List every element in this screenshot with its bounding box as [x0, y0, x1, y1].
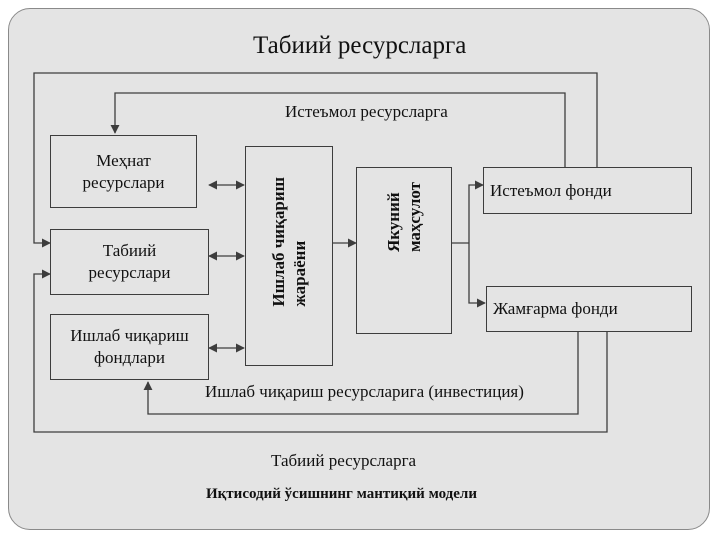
box-labor-resources: Меҳнат ресурслари — [50, 135, 197, 208]
arrow-split-consumption — [468, 180, 484, 243]
box-natural-resources-label: Табиий ресурслари — [88, 241, 171, 282]
label-consumption-resources: Истеъмол ресурсларга — [285, 102, 448, 121]
box-final-product: Якуний маҳсулот — [356, 167, 452, 334]
box-production-funds-label: Ишлаб чиқариш фондлари — [70, 326, 189, 367]
investment-loop — [143, 332, 579, 415]
arrow-split-accumulation — [468, 243, 486, 308]
box-production-process: Ишлаб чиқариш жараёни — [245, 146, 333, 366]
box-labor-resources-label: Меҳнат ресурслари — [82, 150, 165, 192]
box-consumption-fund-label: Истеъмол фонди — [490, 180, 612, 200]
label-natural-resources-bottom: Табиий ресурсларга — [271, 451, 417, 470]
box-accumulation-fund-label: Жамғарма фонди — [493, 299, 618, 318]
box-accumulation-fund: Жамғарма фонди — [486, 286, 692, 332]
label-investment: Ишлаб чиқариш ресурсларига (инвестиция) — [205, 382, 524, 401]
box-consumption-fund: Истеъмол фонди — [483, 167, 692, 214]
outer-bottom-loop — [33, 269, 608, 433]
box-final-product-label: Якуний маҳсулот — [384, 182, 424, 253]
diagram-title: Табиий ресурсларга — [253, 32, 467, 59]
box-natural-resources: Табиий ресурслари — [50, 229, 209, 295]
box-production-funds: Ишлаб чиқариш фондлари — [50, 314, 209, 380]
diagram-caption: Иқтисодий ўсишнинг мантиқий модели — [206, 486, 477, 502]
box-production-process-label: Ишлаб чиқариш жараёни — [269, 177, 309, 307]
